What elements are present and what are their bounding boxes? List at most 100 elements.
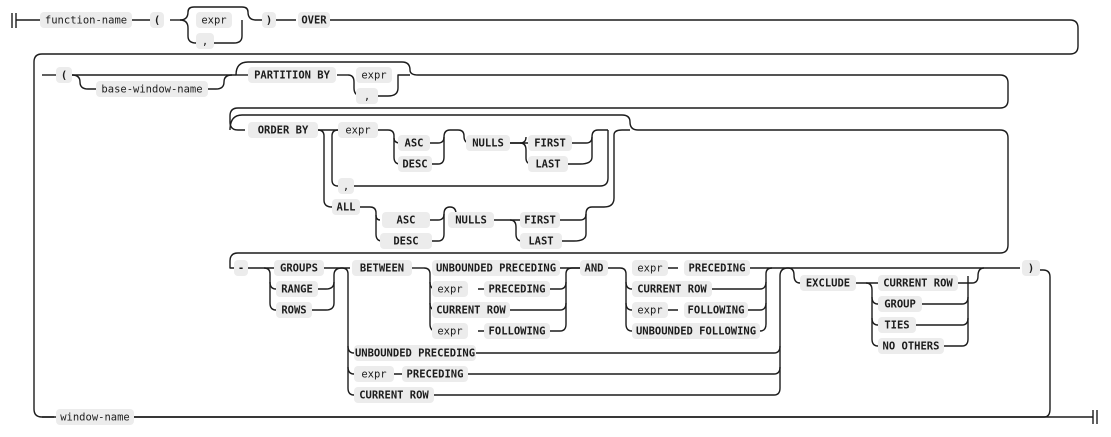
order-by-keyword-box: [248, 122, 318, 138]
expr-token-label: expr: [361, 70, 386, 82]
unbounded-preceding-keyword: UNBOUNDED PRECEDING: [354, 345, 476, 361]
exclude-keyword: EXCLUDE: [800, 275, 856, 291]
last-keyword-label: LAST: [535, 159, 560, 171]
following-keyword-label: FOLLOWING: [489, 326, 546, 338]
connector-line: [625, 303, 767, 332]
diagram-tokens: function-name(expr,)OVER(base-window-nam…: [40, 12, 1040, 425]
dash-token: -: [234, 260, 248, 276]
first-keyword: FIRST: [528, 135, 572, 151]
group-keyword-box: [878, 296, 922, 312]
expr-token-label: expr: [437, 284, 462, 296]
between-keyword-box: [352, 260, 412, 276]
asc-keyword-label: ASC: [405, 138, 424, 150]
nulls-keyword-label: NULLS: [455, 215, 487, 227]
asc-keyword-label: ASC: [397, 215, 416, 227]
no-others-keyword-box: [878, 338, 944, 354]
function-name-token-label: function-name: [45, 15, 127, 27]
function-name-token: function-name: [40, 12, 132, 28]
unbounded-preceding-keyword-box: [432, 260, 560, 276]
ties-keyword: TIES: [878, 317, 916, 333]
unbounded-following-keyword-label: UNBOUNDED FOLLOWING: [636, 326, 756, 338]
connector-line: [229, 114, 1009, 269]
function-name-token-box: [40, 12, 132, 28]
expr-token-box: [338, 122, 378, 138]
over-keyword: OVER: [298, 12, 330, 28]
asc-keyword: ASC: [398, 135, 430, 151]
connector-line: [229, 61, 1009, 131]
ties-keyword-box: [878, 317, 916, 333]
connector-line: [331, 129, 609, 187]
dash-token-label: -: [238, 263, 244, 275]
last-keyword: LAST: [528, 156, 568, 172]
close-paren-token-label: ): [1028, 263, 1034, 275]
connector-line: [71, 74, 233, 90]
current-row-keyword-label: CURRENT ROW: [637, 284, 707, 296]
unbounded-following-keyword: UNBOUNDED FOLLOWING: [632, 323, 760, 339]
desc-keyword: DESC: [380, 233, 432, 249]
window-name-token-box: [56, 409, 134, 425]
connector-line: [317, 129, 370, 208]
order-by-keyword: ORDER BY: [248, 122, 318, 138]
open-paren-token-label: (: [61, 70, 67, 82]
expr-token: expr: [356, 67, 392, 83]
first-keyword: FIRST: [520, 212, 560, 228]
first-keyword-label: FIRST: [534, 138, 566, 150]
dash-token-box: [234, 260, 248, 276]
connector-line: [871, 318, 969, 347]
current-row-keyword-box: [878, 275, 958, 291]
desc-keyword: DESC: [398, 156, 432, 172]
comma-token-label: ,: [202, 36, 208, 48]
expr-token-box: [196, 12, 232, 28]
expr-token: expr: [338, 122, 378, 138]
expr-token-box: [356, 67, 392, 83]
nulls-keyword-label: NULLS: [472, 138, 504, 150]
preceding-keyword: PRECEDING: [402, 366, 468, 382]
nulls-keyword: NULLS: [466, 135, 510, 151]
open-paren-token-box: [56, 67, 72, 83]
preceding-keyword-box: [402, 366, 468, 382]
expr-token-box: [632, 302, 668, 318]
all-keyword: ALL: [332, 199, 360, 215]
desc-keyword-box: [380, 233, 432, 249]
over-keyword-label: OVER: [301, 15, 327, 27]
close-paren-token: ): [1022, 260, 1040, 276]
close-paren-token: ): [262, 12, 276, 28]
expr-token: expr: [632, 260, 668, 276]
expr-token: expr: [354, 366, 394, 382]
expr-token-box: [432, 323, 468, 339]
first-keyword-label: FIRST: [524, 215, 556, 227]
connector-line: [33, 19, 1093, 418]
window-name-token-label: window-name: [60, 412, 130, 424]
open-paren-token: (: [150, 12, 164, 28]
ties-keyword-label: TIES: [884, 320, 909, 332]
expr-token-label: expr: [201, 15, 226, 27]
connector-line: [179, 19, 243, 44]
preceding-keyword: PRECEDING: [484, 281, 550, 297]
partition-by-keyword: PARTITION BY: [248, 67, 336, 83]
current-row-keyword: CURRENT ROW: [878, 275, 958, 291]
desc-keyword-label: DESC: [402, 159, 427, 171]
partition-by-keyword-label: PARTITION BY: [254, 70, 331, 82]
expr-token-label: expr: [637, 305, 662, 317]
groups-keyword: GROUPS: [274, 260, 324, 276]
following-keyword: FOLLOWING: [484, 323, 550, 339]
nulls-keyword-box: [448, 212, 494, 228]
connector-line: [1092, 410, 1098, 424]
following-keyword-label: FOLLOWING: [688, 305, 745, 317]
first-keyword-box: [520, 212, 560, 228]
asc-keyword: ASC: [382, 212, 430, 228]
between-keyword-label: BETWEEN: [360, 263, 404, 275]
following-keyword-box: [684, 302, 748, 318]
all-keyword-box: [332, 199, 360, 215]
comma-token-label: ,: [343, 181, 349, 193]
comma-token-box: [338, 178, 354, 194]
unbounded-preceding-keyword-label: UNBOUNDED PRECEDING: [436, 263, 556, 275]
last-keyword-label: LAST: [528, 236, 553, 248]
comma-token-box: [196, 33, 214, 49]
preceding-keyword-label: PRECEDING: [689, 263, 746, 275]
current-row-keyword-label: CURRENT ROW: [436, 305, 506, 317]
desc-keyword-label: DESC: [393, 236, 418, 248]
rows-keyword: ROWS: [276, 302, 312, 318]
connector-line: [509, 214, 587, 242]
